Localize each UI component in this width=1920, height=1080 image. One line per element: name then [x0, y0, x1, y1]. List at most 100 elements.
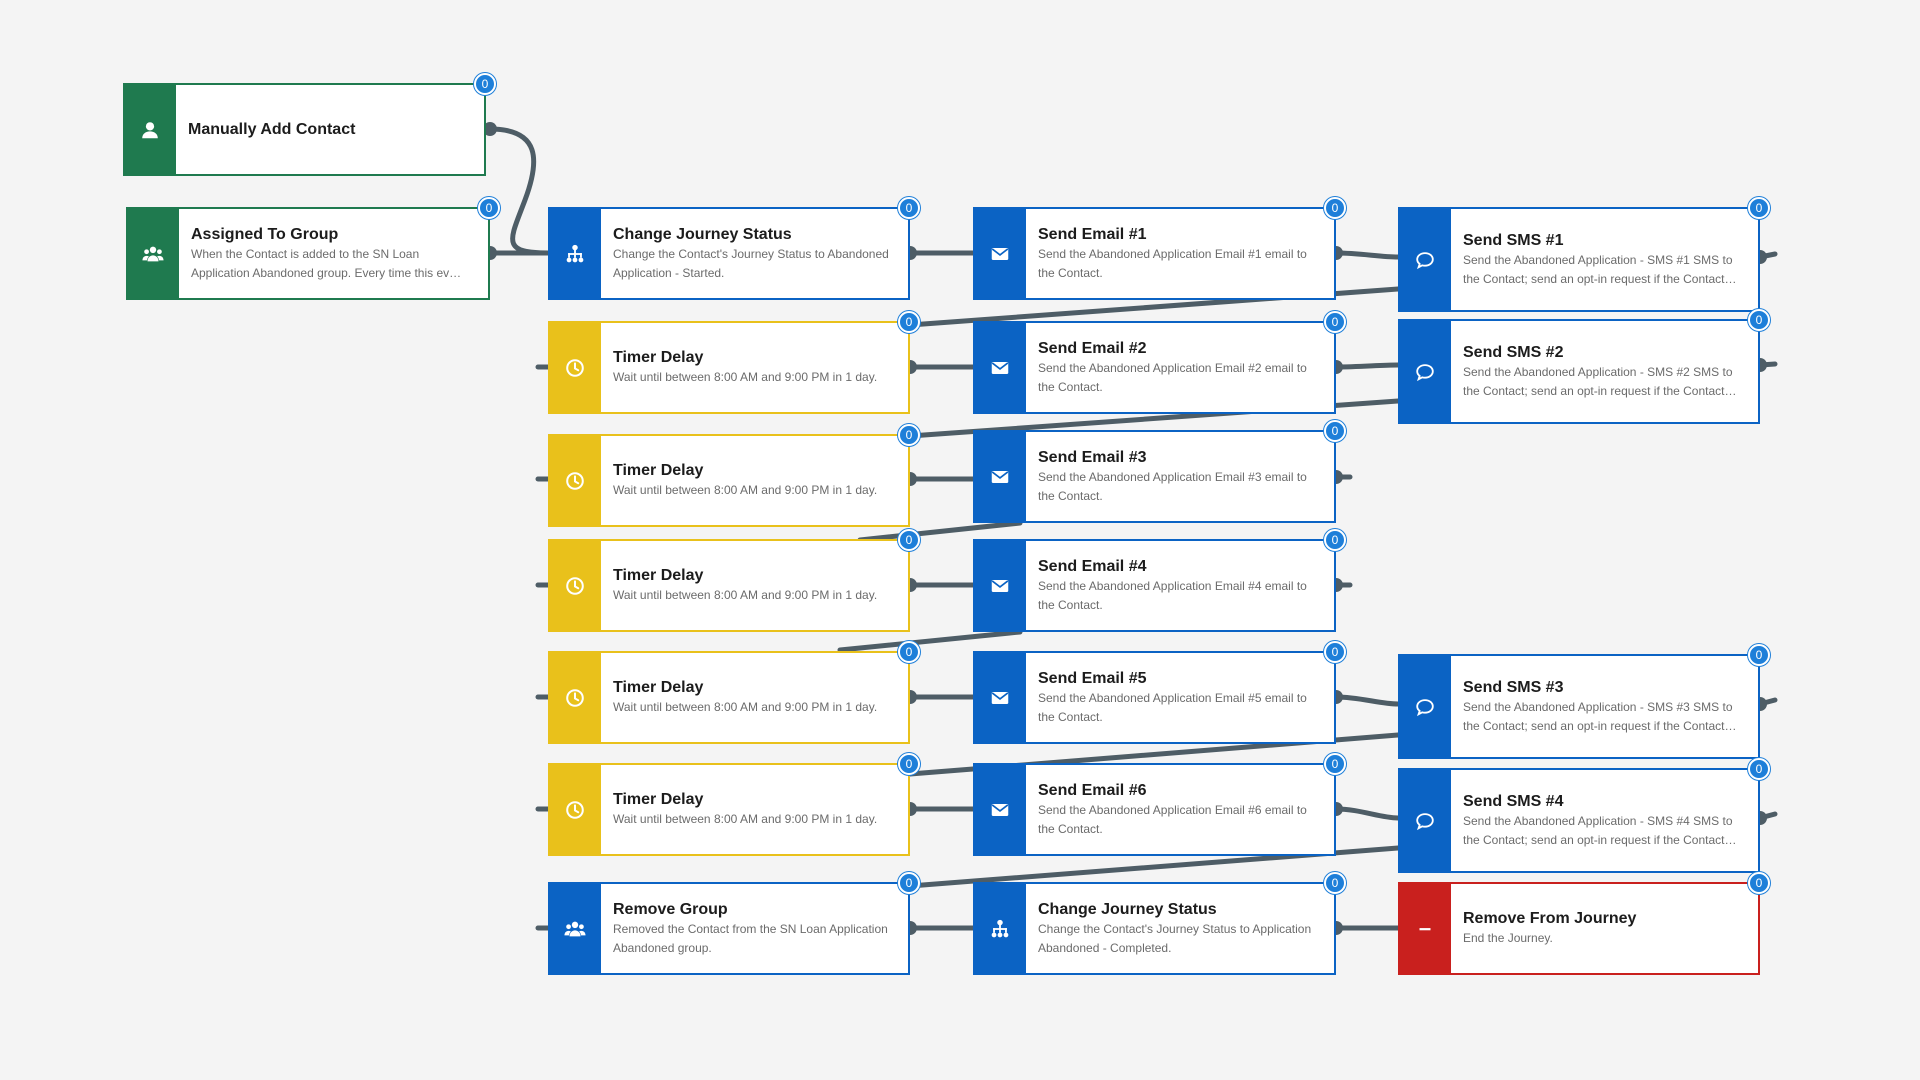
count-badge: 0	[898, 641, 920, 663]
chat-icon	[1414, 249, 1436, 271]
node-timer-delay-2[interactable]: Timer Delay Wait until between 8:00 AM a…	[548, 424, 920, 527]
node-icon-band	[1398, 654, 1451, 759]
node-send-email-5[interactable]: Send Email #5 Send the Abandoned Applica…	[973, 641, 1346, 744]
node-send-sms-1[interactable]: Send SMS #1 Send the Abandoned Applicati…	[1398, 197, 1770, 312]
node-icon-band	[973, 321, 1026, 414]
node-title: Change Journey Status	[1038, 900, 1217, 918]
node-description: Send the Abandoned Application - SMS #2 …	[1463, 364, 1737, 398]
clock-icon	[564, 575, 586, 597]
email-icon	[989, 575, 1011, 597]
node-description: Send the Abandoned Application Email #1 …	[1038, 246, 1307, 280]
node-icon-band	[548, 539, 601, 632]
node-description: Send the Abandoned Application Email #6 …	[1038, 802, 1307, 836]
node-description: Send the Abandoned Application Email #3 …	[1038, 469, 1307, 503]
count-badge: 0	[478, 197, 500, 219]
node-description: Change the Contact's Journey Status to A…	[613, 246, 889, 280]
node-description: When the Contact is added to the SN Loan…	[191, 246, 462, 280]
node-description: Change the Contact's Journey Status to A…	[1038, 921, 1312, 955]
node-icon-band	[1398, 768, 1451, 873]
count-badge: 0	[898, 753, 920, 775]
node-title: Send Email #3	[1038, 448, 1147, 466]
node-assigned-to-group[interactable]: Assigned To Group When the Contact is ad…	[126, 197, 500, 300]
clock-icon	[564, 470, 586, 492]
node-icon-band	[973, 207, 1026, 300]
node-send-email-6[interactable]: Send Email #6 Send the Abandoned Applica…	[973, 753, 1346, 856]
node-title: Manually Add Contact	[188, 121, 356, 138]
node-description: Send the Abandoned Application Email #4 …	[1038, 578, 1307, 612]
node-title: Timer Delay	[613, 679, 704, 696]
clock-icon	[564, 799, 586, 821]
node-description: Wait until between 8:00 AM and 9:00 PM i…	[613, 700, 878, 714]
node-title: Send Email #6	[1038, 781, 1147, 799]
node-timer-delay-5[interactable]: Timer Delay Wait until between 8:00 AM a…	[548, 753, 920, 856]
count-badge: 0	[1324, 753, 1346, 775]
count-badge: 0	[1324, 197, 1346, 219]
count-badge: 0	[1748, 758, 1770, 780]
chat-icon	[1414, 696, 1436, 718]
clock-icon	[564, 687, 586, 709]
count-badge: 0	[1324, 311, 1346, 333]
node-icon-band	[548, 321, 601, 414]
node-title: Remove Group	[613, 900, 728, 918]
email-icon	[989, 243, 1011, 265]
node-description: Wait until between 8:00 AM and 9:00 PM i…	[613, 588, 878, 602]
node-title: Send Email #4	[1038, 557, 1147, 575]
group-icon	[141, 243, 164, 265]
count-badge: 0	[1748, 309, 1770, 331]
node-send-email-1[interactable]: Send Email #1 Send the Abandoned Applica…	[973, 197, 1346, 300]
node-title: Send SMS #3	[1463, 678, 1564, 696]
node-title: Send Email #2	[1038, 339, 1147, 357]
node-send-sms-4[interactable]: Send SMS #4 Send the Abandoned Applicati…	[1398, 758, 1770, 873]
email-icon	[989, 466, 1011, 488]
node-title: Assigned To Group	[191, 225, 339, 243]
node-description: Wait until between 8:00 AM and 9:00 PM i…	[613, 483, 878, 497]
node-timer-delay-1[interactable]: Timer Delay Wait until between 8:00 AM a…	[548, 311, 920, 414]
node-icon-band	[548, 882, 601, 975]
minus-icon	[1414, 918, 1436, 940]
chat-icon	[1414, 810, 1436, 832]
hierarchy-icon	[564, 243, 586, 265]
node-send-email-2[interactable]: Send Email #2 Send the Abandoned Applica…	[973, 311, 1346, 414]
node-send-email-4[interactable]: Send Email #4 Send the Abandoned Applica…	[973, 529, 1346, 632]
node-title: Send Email #5	[1038, 669, 1147, 687]
node-send-sms-2[interactable]: Send SMS #2 Send the Abandoned Applicati…	[1398, 309, 1770, 424]
count-badge: 0	[1748, 197, 1770, 219]
node-icon-band	[548, 651, 601, 744]
node-description: End the Journey.	[1463, 931, 1553, 945]
node-manually-add-contact[interactable]: Manually Add Contact 0	[123, 73, 496, 176]
node-title: Change Journey Status	[613, 225, 792, 243]
count-badge: 0	[898, 872, 920, 894]
node-change-journey-status-started[interactable]: Change Journey Status Change the Contact…	[548, 197, 920, 300]
node-description: Send the Abandoned Application - SMS #3 …	[1463, 699, 1737, 733]
group-icon	[563, 918, 586, 940]
email-icon	[989, 799, 1011, 821]
node-remove-group[interactable]: Remove Group Removed the Contact from th…	[548, 872, 920, 975]
count-badge: 0	[1324, 641, 1346, 663]
email-icon	[989, 687, 1011, 709]
node-icon-band	[973, 882, 1026, 975]
node-icon-band	[548, 434, 601, 527]
node-icon-band	[1398, 319, 1451, 424]
node-remove-from-journey[interactable]: Remove From Journey End the Journey. 0	[1398, 872, 1770, 975]
node-description: Removed the Contact from the SN Loan App…	[613, 921, 888, 955]
count-badge: 0	[1324, 872, 1346, 894]
node-timer-delay-4[interactable]: Timer Delay Wait until between 8:00 AM a…	[548, 641, 920, 744]
node-icon-band	[548, 763, 601, 856]
count-badge: 0	[1324, 529, 1346, 551]
node-title: Timer Delay	[613, 567, 704, 584]
node-title: Timer Delay	[613, 349, 704, 366]
node-change-journey-status-completed[interactable]: Change Journey Status Change the Contact…	[973, 872, 1346, 975]
node-title: Timer Delay	[613, 462, 704, 479]
node-icon-band	[973, 539, 1026, 632]
node-description: Wait until between 8:00 AM and 9:00 PM i…	[613, 812, 878, 826]
chat-icon	[1414, 361, 1436, 383]
count-badge: 0	[898, 529, 920, 551]
node-title: Remove From Journey	[1463, 910, 1637, 927]
node-icon-band	[973, 763, 1026, 856]
node-title: Timer Delay	[613, 791, 704, 808]
node-send-sms-3[interactable]: Send SMS #3 Send the Abandoned Applicati…	[1398, 644, 1770, 759]
node-send-email-3[interactable]: Send Email #3 Send the Abandoned Applica…	[973, 420, 1346, 523]
hierarchy-icon	[989, 918, 1011, 940]
node-timer-delay-3[interactable]: Timer Delay Wait until between 8:00 AM a…	[548, 529, 920, 632]
